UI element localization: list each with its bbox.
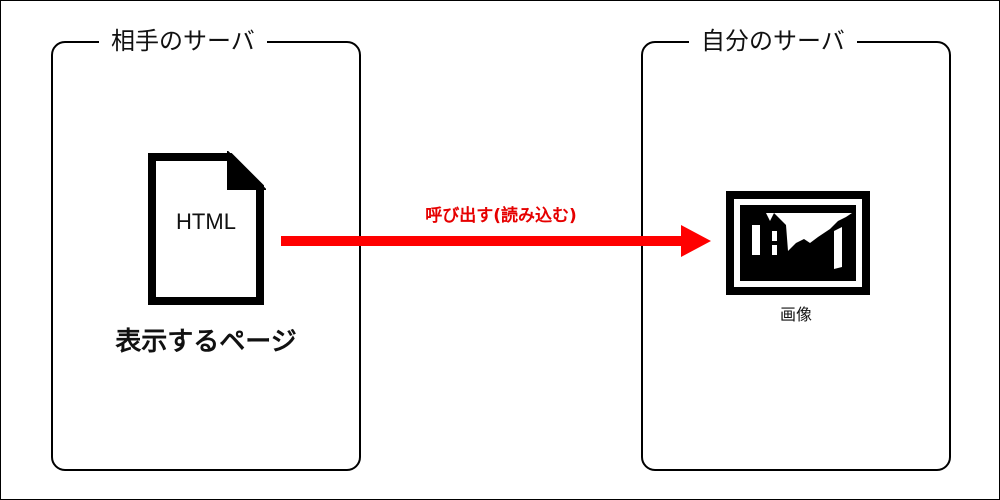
- right-server-caption: 画像: [779, 305, 812, 324]
- document-label: HTML: [176, 209, 236, 234]
- picture-icon: [726, 191, 870, 295]
- connector-label: 呼び出す(読み込む): [425, 206, 577, 226]
- arrow-right-icon: [281, 225, 713, 257]
- document-icon: HTML: [146, 151, 266, 307]
- left-server-panel: 相手のサーバ HTML 表示するページ: [51, 26, 361, 471]
- right-server-title: 自分のサーバ: [689, 26, 857, 56]
- right-server-panel: 自分のサーバ 画像: [641, 26, 951, 471]
- left-server-title: 相手のサーバ: [99, 26, 267, 56]
- left-server-caption: 表示するページ: [115, 327, 297, 357]
